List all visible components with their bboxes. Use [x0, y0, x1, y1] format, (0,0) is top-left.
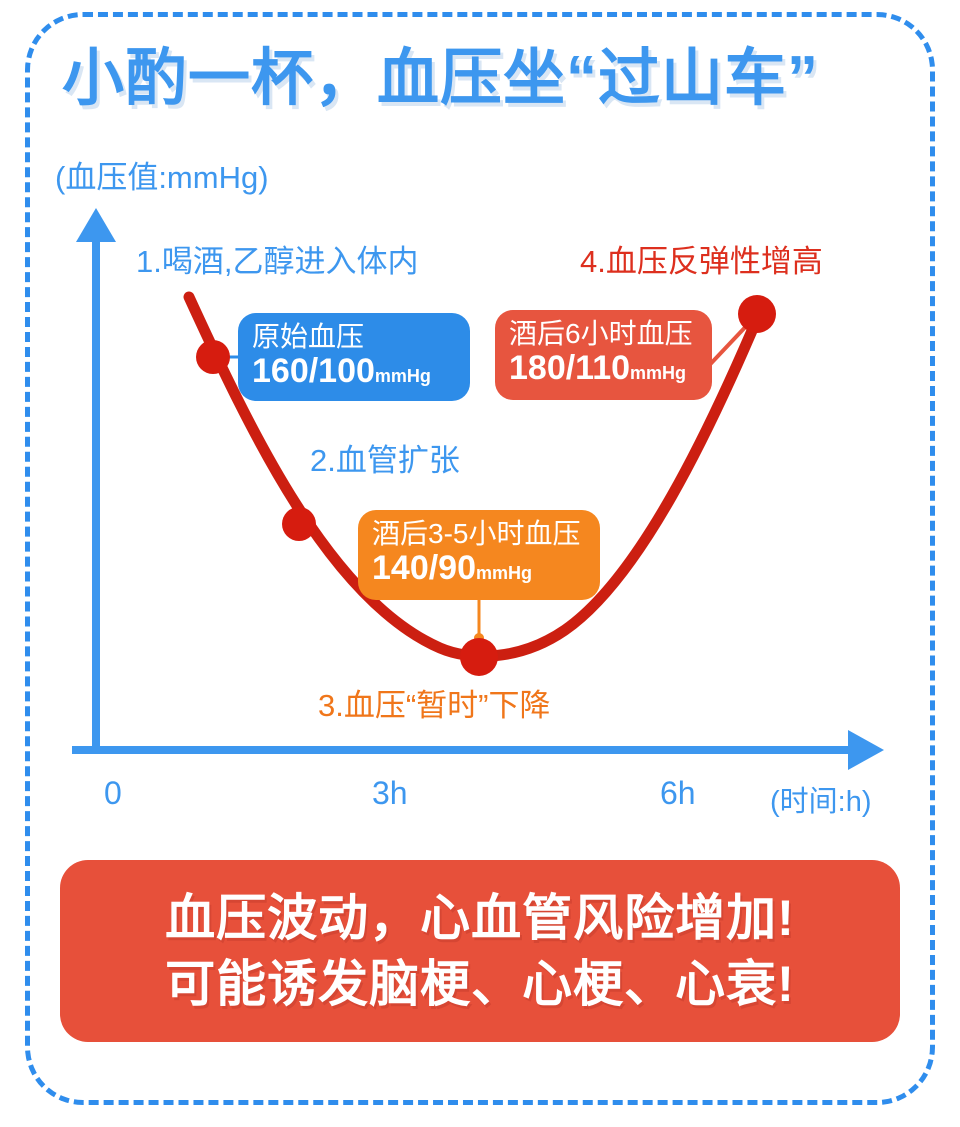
badge-after-6h-value-row: 180/110mmHg	[509, 349, 698, 388]
badge-baseline-value: 160/100	[252, 352, 375, 391]
badge-after-6h-bp: 酒后6小时血压 180/110mmHg	[495, 310, 712, 400]
leader-line-after35h	[474, 600, 484, 643]
warning-banner-line-2: 可能诱发脑梗、心梗、心衰!	[165, 956, 795, 1012]
x-tick-6h: 6h	[660, 775, 696, 811]
badge-after-3-5h-unit: mmHg	[476, 563, 533, 584]
badge-after-6h-title: 酒后6小时血压	[509, 318, 693, 349]
x-axis	[72, 730, 884, 770]
annotation-step-1: 1.喝酒,乙醇进入体内	[136, 244, 419, 279]
badge-after-3-5h-value-row: 140/90mmHg	[372, 549, 586, 588]
warning-banner-line-1: 血压波动，心血管风险增加!	[165, 890, 795, 946]
data-point-rebound	[738, 295, 776, 333]
x-tick-0: 0	[104, 775, 122, 811]
data-point-vasodilation	[282, 507, 316, 541]
data-point-trough	[460, 638, 498, 676]
badge-after-3-5h-title: 酒后3-5小时血压	[372, 518, 581, 549]
x-axis-caption: (时间:h)	[770, 786, 872, 818]
badge-after-6h-value: 180/110	[509, 349, 631, 388]
x-tick-3h: 3h	[372, 775, 408, 811]
badge-baseline-unit: mmHg	[374, 366, 431, 387]
data-point-baseline	[196, 340, 230, 374]
annotation-step-4: 4.血压反弹性增高	[580, 244, 823, 279]
badge-baseline-value-row: 160/100mmHg	[252, 352, 456, 391]
badge-baseline-title: 原始血压	[252, 321, 365, 352]
badge-after-3-5h-value: 140/90	[372, 549, 476, 588]
badge-after-6h-unit: mmHg	[630, 363, 687, 384]
annotation-step-2: 2.血管扩张	[310, 443, 460, 478]
annotation-step-3: 3.血压“暂时”下降	[318, 688, 551, 723]
y-axis-caption: (血压值:mmHg)	[55, 160, 269, 195]
page-title: 小酌一杯，血压坐“过山车”	[62, 44, 820, 113]
warning-banner: 血压波动，心血管风险增加! 可能诱发脑梗、心梗、心衰!	[60, 860, 900, 1042]
y-axis	[76, 208, 116, 752]
badge-after-3-5h-bp: 酒后3-5小时血压 140/90mmHg	[358, 510, 600, 600]
badge-baseline-bp: 原始血压 160/100mmHg	[238, 313, 470, 401]
